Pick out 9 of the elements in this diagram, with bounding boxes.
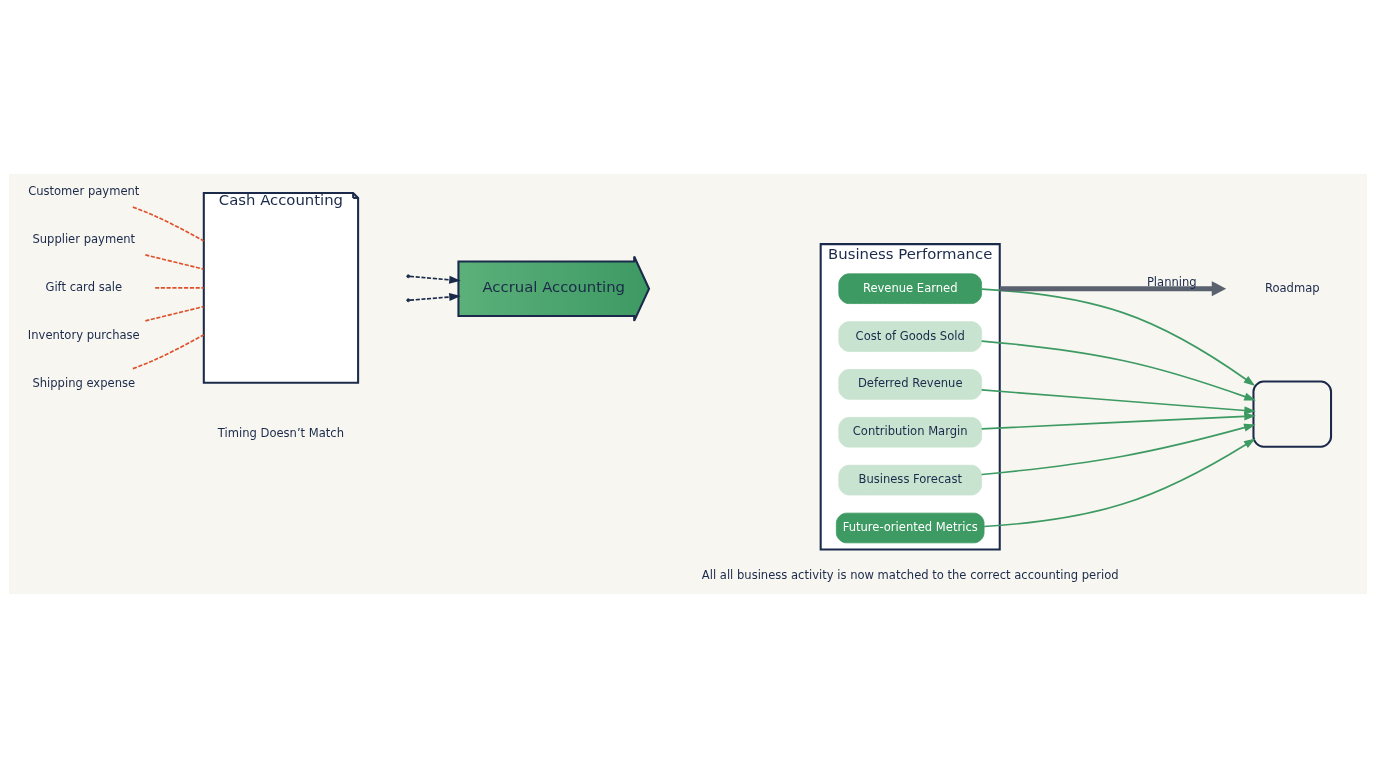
node-text: Inventory purchase: [27, 327, 140, 342]
edge-label: Planning: [1146, 274, 1197, 289]
node-text: Supplier payment: [32, 232, 136, 247]
node-text: Roadmap: [1264, 280, 1320, 295]
label: All all business activity is now matched to the correct accounting period: [701, 567, 1119, 582]
label: Timing Doesn’t Match: [217, 425, 345, 440]
node-text: Shipping expense: [32, 375, 136, 390]
node-text: Customer payment: [28, 184, 140, 199]
node-text: Gift card sale: [45, 279, 123, 294]
